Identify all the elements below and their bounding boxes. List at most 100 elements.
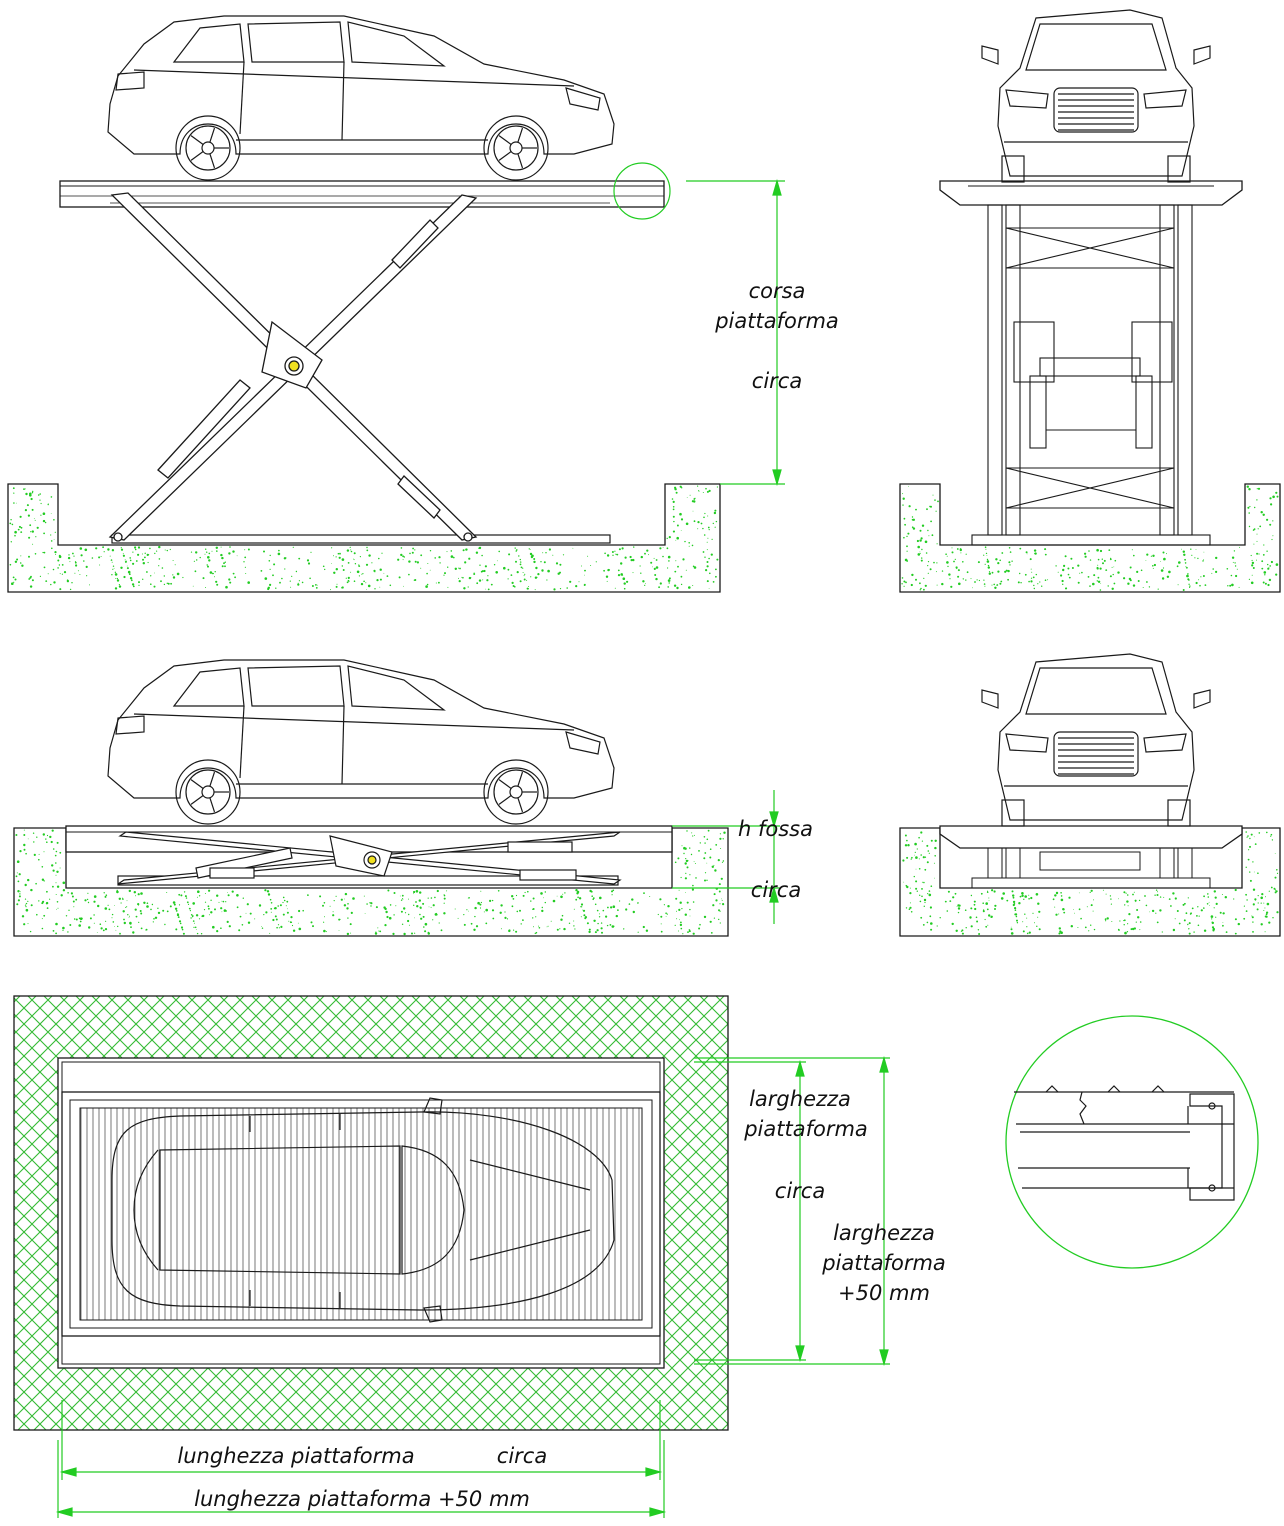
speckle-dot [1252,567,1255,569]
wheel-icon [483,115,549,181]
speckle-dot [181,928,184,931]
speckle-dot [606,580,608,582]
speckle-dot [1208,901,1210,903]
speckle-dot [1019,572,1021,575]
speckle-dot [192,902,195,905]
speckle-dot [1037,916,1039,918]
hub-icon [201,141,215,155]
car-tire [1001,155,1025,183]
speckle-dot [924,901,926,904]
speckle-dot [552,899,556,903]
speckle-dot [1002,892,1005,895]
label-circa: circa [752,369,802,393]
speckle-dot [1084,926,1087,929]
speckle-dot [353,558,354,560]
speckle-dot [901,583,903,585]
speckle-dot [653,557,655,559]
speckle-dot [1142,587,1144,588]
speckle-dot [1198,915,1200,917]
width-dimensions [694,1055,890,1367]
speckle-dot [1126,931,1129,933]
speckle-dot [1099,549,1103,553]
speckle-dot [132,562,135,565]
speckle-dot [1152,565,1154,567]
speckle-dot [184,895,187,898]
speckle-dot [140,912,143,915]
speckle-dot [562,893,564,895]
speckle-dot [1256,499,1258,501]
speckle-dot [611,925,615,928]
speckle-dot [1102,562,1104,565]
speckle-dot [715,844,718,846]
speckle-dot [107,548,110,551]
speckle-dot [52,869,55,872]
speckle-dot [623,587,626,590]
speckle-dot [135,895,137,897]
speckle-dot [1152,554,1155,557]
speckle-dot [473,928,476,931]
speckle-dot [1197,924,1200,927]
speckle-dot [915,508,917,511]
speckle-dot [668,536,671,539]
speckle-dot [691,832,693,834]
speckle-dot [143,901,146,904]
speckle-dot [486,579,489,582]
platform-front [939,180,1243,206]
speckle-dot [379,568,382,571]
speckle-dot [14,534,16,537]
speckle-dot [1253,836,1255,838]
speckle-dot [335,895,337,897]
car-grille [1053,87,1139,133]
speckle-dot [413,904,415,906]
speckle-dot [953,560,955,563]
speckle-dot [915,880,918,883]
speckle-dot [263,550,265,553]
speckle-dot [588,928,591,931]
car-windshield-top [401,1145,465,1275]
speckle-dot [684,862,687,865]
speckle-dot [353,559,355,561]
speckle-dot [123,918,125,921]
speckle-dot [208,914,210,916]
speckle-dot [425,585,428,588]
speckle-dot [53,519,55,521]
speckle-dot [1267,567,1270,570]
speckle-dot [642,580,645,583]
speckle-dot [906,535,908,538]
speckle-dot [1126,894,1129,896]
speckle-dot [1054,906,1056,908]
speckle-dot [1272,520,1274,522]
speckle-dot [384,907,387,911]
speckle-dot [913,875,915,878]
arrow-down-icon [769,811,779,829]
speckle-dot [479,907,482,909]
speckle-dot [1016,919,1018,922]
speckle-dot [403,585,404,587]
speckle-dot [180,894,183,897]
speckle-dot [25,902,28,905]
speckle-dot [335,568,338,571]
speckle-dot [690,853,693,856]
speckle-dot [268,560,271,562]
speckle-dot [1246,899,1248,901]
speckle-dot [1004,570,1007,573]
speckle-dot [24,898,27,900]
speckle-dot [1044,548,1047,551]
speckle-dot [131,583,135,586]
speckle-dot [1172,928,1176,932]
frame-column [987,847,1003,879]
speckle-dot [530,900,532,902]
speckle-dot [1028,898,1030,900]
speckle-dot [29,492,32,496]
speckle-dot [556,928,559,931]
speckle-dot [960,930,963,932]
speckle-dot [694,863,696,864]
speckle-dot [17,890,20,893]
speckle-dot [562,554,565,556]
speckle-dot [700,522,703,525]
speckle-dot [79,574,81,575]
speckle-dot [47,503,49,506]
speckle-dot [934,839,937,842]
speckle-dot [129,915,130,917]
speckle-dot [50,840,53,844]
